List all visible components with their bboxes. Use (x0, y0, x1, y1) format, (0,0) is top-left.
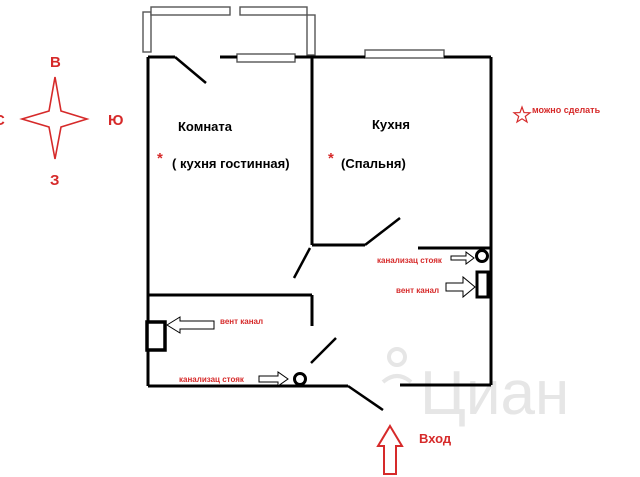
room-door (292, 247, 312, 279)
room-left-name: Комната (178, 119, 233, 134)
entrance-door (347, 384, 384, 412)
inner-walls (148, 57, 491, 326)
entrance-label: Вход (419, 431, 452, 446)
bathroom-door (310, 337, 337, 364)
outer-walls (146, 55, 493, 388)
star-icon (512, 105, 532, 124)
sewer-right-label: канализац стояк (377, 256, 443, 265)
compass: В З С Ю (0, 54, 123, 189)
room-right-name: Кухня (372, 117, 410, 132)
vent-right-shaft (475, 270, 490, 299)
doors (174, 56, 401, 412)
compass-west: С (0, 112, 5, 129)
sewer-right-pipe-icon (475, 249, 489, 263)
sewer-right-arrow-icon (450, 251, 475, 265)
sewer-bottom-arrow-icon (258, 371, 289, 387)
vent-right-label: вент канал (396, 286, 439, 295)
window-room (236, 53, 296, 63)
balcony-window-top-left (150, 6, 231, 16)
legend-marker-left: * (157, 150, 163, 167)
balcony-window-top-right (239, 6, 308, 16)
balcony-door (174, 56, 207, 84)
balcony (142, 6, 316, 56)
balcony-window-right (306, 14, 316, 56)
watermark-text: Циан (420, 359, 569, 428)
room-right-note: (Спальня) (341, 156, 406, 171)
compass-east: Ю (108, 112, 123, 129)
balcony-window-left (142, 11, 152, 53)
compass-south: З (50, 172, 59, 189)
sewer-bottom-label: канализац стояк (179, 375, 245, 384)
watermark-logo-icon (381, 347, 413, 384)
legend: можно сделать (512, 105, 601, 124)
vent-left-shaft (145, 320, 167, 352)
legend-marker-right: * (328, 150, 334, 167)
compass-star-icon (19, 76, 90, 160)
vent-right-arrow-icon (445, 275, 476, 299)
entrance-arrow-icon (376, 424, 404, 475)
compass-north: В (50, 54, 61, 71)
room-left-note: ( кухня гостинная) (172, 156, 290, 171)
vent-left-label: вент канал (220, 317, 263, 326)
watermark: Циан (381, 347, 569, 428)
sewer-bottom-pipe-icon (293, 372, 307, 386)
vent-left-arrow-icon (166, 316, 215, 334)
legend-text: можно сделать (532, 105, 601, 115)
kitchen-door (364, 217, 401, 246)
window-kitchen (364, 49, 445, 59)
